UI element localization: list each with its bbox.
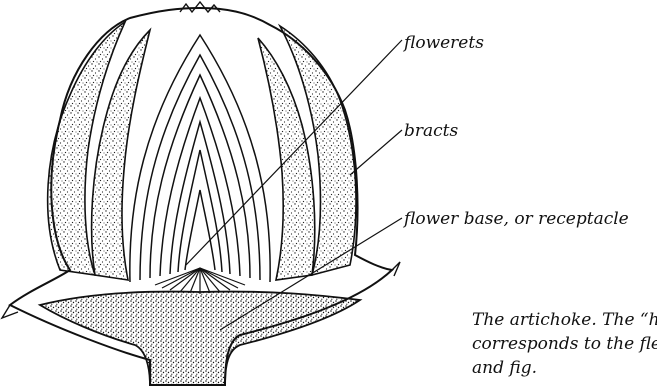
caption-line-3: and fig.: [472, 356, 657, 380]
caption-line-1: The artichoke. The “he: [472, 308, 657, 332]
receptacle-label: flower base, or receptacle: [404, 209, 629, 229]
bracts-label: bracts: [404, 121, 458, 141]
caption-line-2: corresponds to the flesh: [472, 332, 657, 356]
flowerets-label: flowerets: [404, 33, 484, 53]
figure-caption: The artichoke. The “he corresponds to th…: [472, 308, 657, 386]
